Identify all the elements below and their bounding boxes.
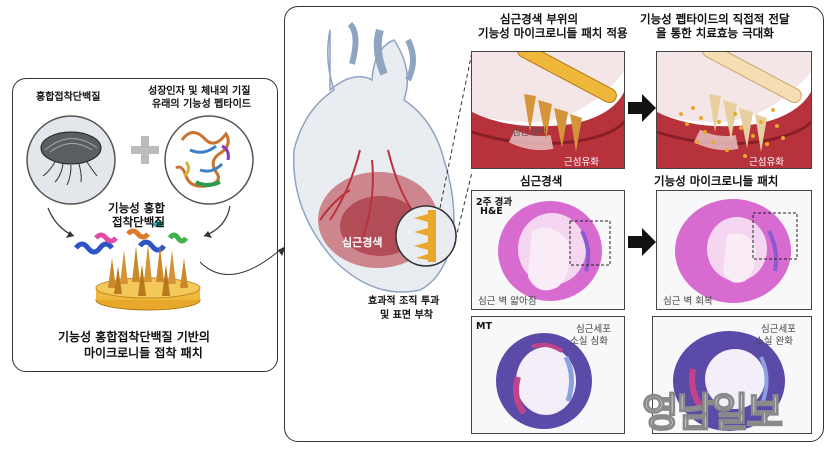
peptide-delivery-frame: 근섬유화 [656,51,812,169]
top-left-title-line1: 심근경색 부위의 [500,12,579,26]
mid-left-title: 심근경색 [520,174,563,188]
weeks-label: 2주 경과 [476,197,513,208]
mt-stain-label: MT [476,321,492,332]
loss-relief-caption-line2: 소실 완화 [755,336,793,347]
patch-caption-line1: 기능성 홍합접착단백질 기반의 [58,330,210,344]
functional-protein-label-line1: 기능성 홍합 [108,201,165,215]
publisher-watermark: 영남일보 [641,389,784,437]
peptide-structure-illustration [164,115,254,205]
he-infarct-frame: 2주 경과 H&E 심근 벽 얇아짐 [471,190,625,310]
wall-recovery-caption: 심근 벽 회복 [663,296,713,307]
loss-relief-caption-line1: 심근세포 [761,324,796,335]
top-right-title-line2: 을 통한 치료효능 극대화 [656,26,774,40]
mt-patch-frame: 심근세포 소실 완화 [652,316,812,434]
penetration-note-line2: 및 표면 부착 [380,310,433,321]
patch-application-frame: 심근경색 근섬유화 [471,51,625,169]
loss-worse-caption-line1: 심근세포 [576,324,611,335]
inset-infarct-label: 심근경색 [512,127,547,138]
patch-caption-line2: 마이크로니들 접착 패치 [84,346,203,360]
loss-worse-caption-line2: 소실 심화 [570,336,608,347]
top-left-title-line2: 기능성 마이크로니들 패치 적용 [478,26,628,40]
functional-protein-label-line2: 접착단백질 [112,215,165,229]
top-right-title-line1: 기능성 펩타이드의 직접적 전달 [640,12,790,26]
wall-thinning-caption: 심근 벽 얇아짐 [478,296,537,307]
peptide-label-line1: 성장인자 및 체내외 기질 [148,86,251,97]
inset-fibrosis-label-right: 근섬유화 [749,157,784,168]
penetration-note-line1: 효과적 조직 투과 [368,296,440,307]
inset-fibrosis-label: 근섬유화 [564,157,599,168]
heart-infarct-label: 심근경색 [342,236,383,249]
he-stain-label: H&E [480,206,503,217]
mt-infarct-frame: MT 심근세포 소실 심화 [471,316,625,434]
mussel-protein-label: 홍합접착단백질 [36,92,101,103]
mussel-illustration [26,115,116,205]
peptide-label-line2: 유래의 기능성 펩타이드 [152,99,251,110]
mid-right-title: 기능성 마이크로니들 패치 [654,174,779,188]
microneedle-patch-illustration [95,244,201,311]
he-patch-frame: 심근 벽 회복 [656,190,812,310]
